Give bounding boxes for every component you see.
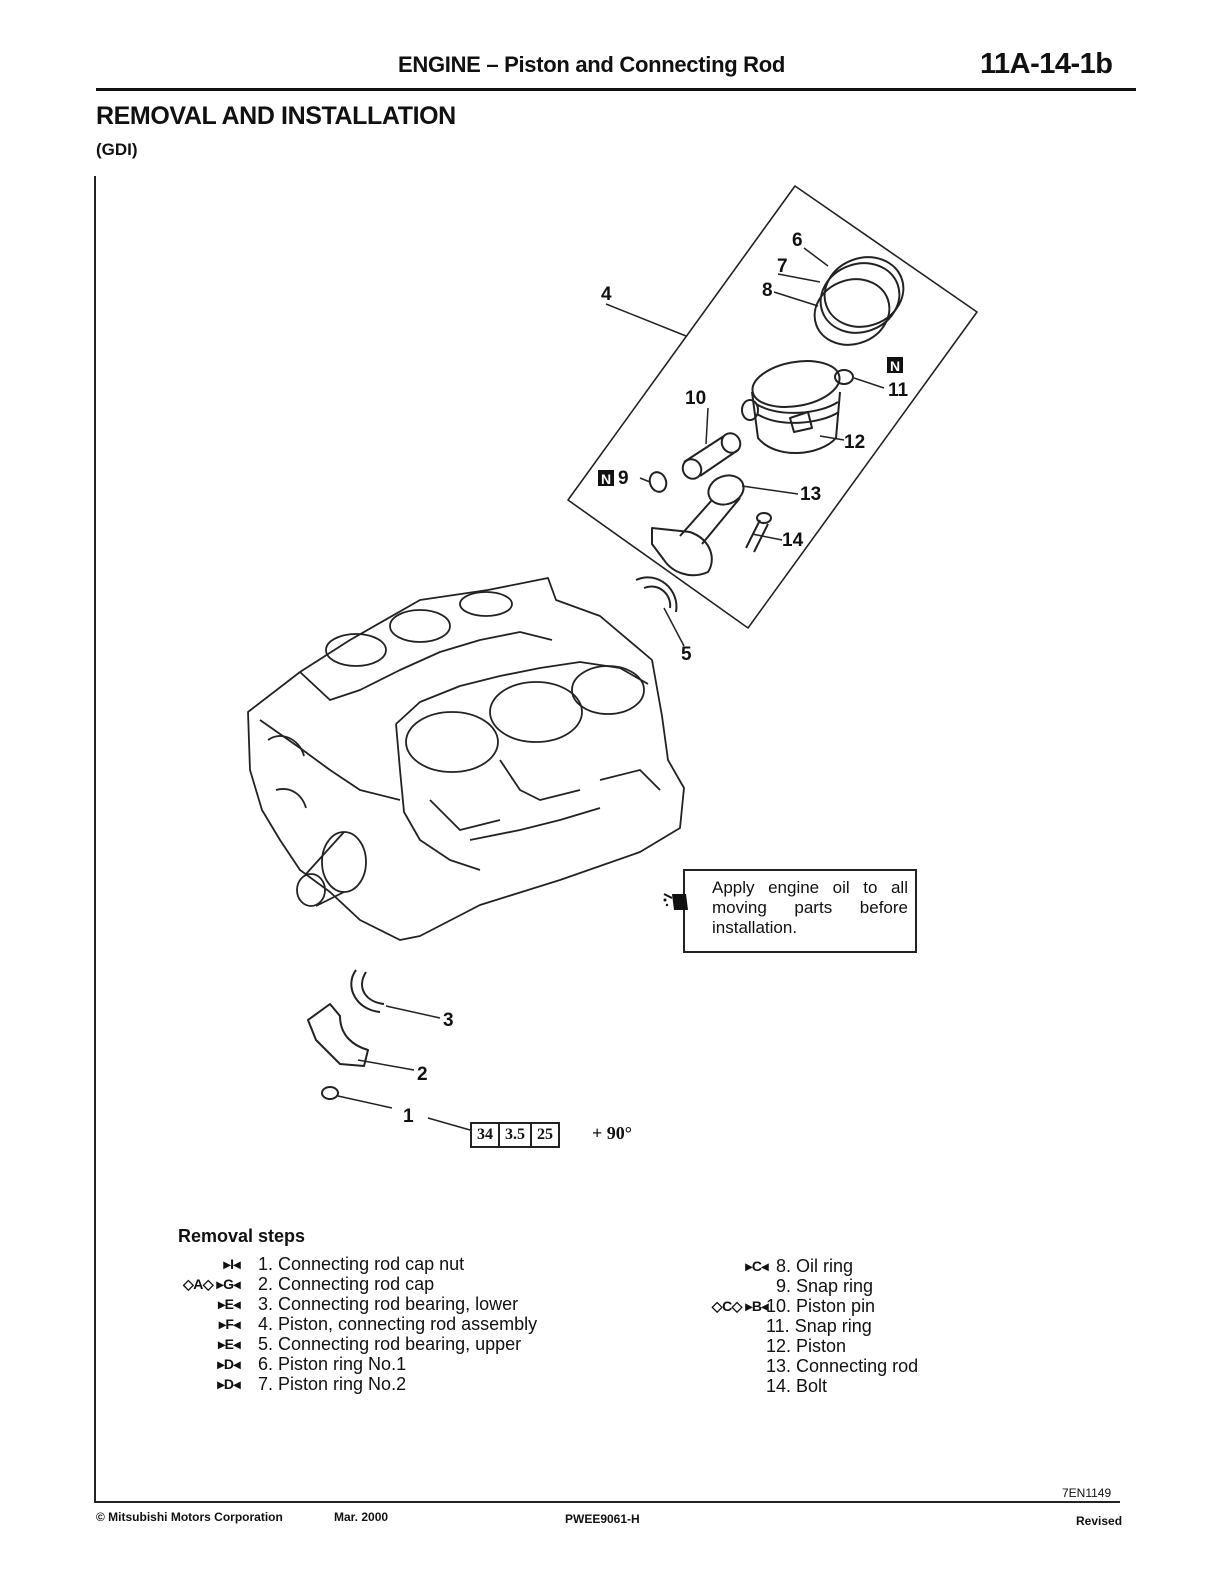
removal-step: 13. Connecting rod: [680, 1356, 980, 1376]
new-part-marker-9: N: [598, 470, 614, 487]
rod-cap-drawing: [307, 1003, 369, 1067]
piston-assembly-detail-box: [567, 185, 978, 629]
step-text: 9. Snap ring: [776, 1276, 874, 1296]
torque-value-ftlb: 25: [537, 1126, 553, 1143]
header-page-number: 11A-14-1b: [980, 48, 1113, 80]
torque-value-kgfm: 3.5: [500, 1124, 532, 1146]
removal-step: 14. Bolt: [680, 1376, 980, 1396]
footer-date: Mar. 2000: [334, 1510, 389, 1524]
step-codes: ▸C◂: [745, 1258, 768, 1274]
figure-frame-bottom: [94, 1501, 1120, 1503]
step-codes: ▸E◂: [218, 1336, 240, 1352]
removal-step: ◇C◇ ▸B◂ 10. Piston pin: [680, 1296, 980, 1316]
callout-8: 8: [762, 280, 773, 301]
step-text: 10. Piston pin: [766, 1296, 876, 1316]
figure-id: 7EN1149: [1062, 1486, 1112, 1500]
callout-11: 11: [888, 380, 909, 401]
bearing-upper-drawing: [635, 576, 678, 613]
callout-6: 6: [792, 230, 803, 251]
page-subtitle: (GDI): [96, 140, 138, 159]
step-text: 6. Piston ring No.1: [258, 1354, 407, 1374]
connecting-rod-drawing: [651, 474, 745, 577]
torque-spec-box: 34 3.5 25: [470, 1122, 560, 1148]
callout-1: 1: [403, 1106, 414, 1127]
step-text: 1. Connecting rod cap nut: [258, 1254, 465, 1274]
step-text: 14. Bolt: [766, 1376, 828, 1396]
removal-step: 9. Snap ring: [680, 1276, 980, 1296]
callout-9: 9: [618, 468, 629, 489]
page-title: REMOVAL AND INSTALLATION: [96, 102, 456, 130]
removal-step: ▸E◂ 5. Connecting rod bearing, upper: [150, 1334, 550, 1354]
step-text: 3. Connecting rod bearing, lower: [258, 1294, 519, 1314]
piston-ring-1-drawing: [823, 256, 905, 328]
torque-value-nm: 34: [472, 1124, 500, 1146]
bearing-lower-drawing: [350, 969, 385, 1013]
footer-copyright: © Mitsubishi Motors Corporation: [96, 1510, 283, 1524]
bolt-14-drawing: [745, 512, 772, 553]
removal-step: ▸D◂ 7. Piston ring No.2: [150, 1374, 550, 1394]
cap-nut-drawing: [321, 1086, 339, 1100]
callout-3: 3: [443, 1010, 454, 1031]
callout-4: 4: [601, 284, 612, 305]
piston-pin-drawing: [681, 432, 742, 480]
step-codes: ◇C◇ ▸B◂: [711, 1298, 769, 1314]
removal-steps-title: Removal steps: [178, 1226, 306, 1246]
removal-step: 12. Piston: [680, 1336, 980, 1356]
step-text: 4. Piston, connecting rod assembly: [258, 1314, 538, 1334]
snap-ring-9-drawing: [648, 471, 668, 493]
step-codes: ▸D◂: [217, 1356, 240, 1372]
header-rule: [96, 88, 1136, 91]
engine-block-drawing: [247, 577, 685, 941]
step-codes: ▸F◂: [218, 1316, 241, 1332]
torque-angle: + 90°: [592, 1123, 632, 1143]
callout-12: 12: [844, 432, 865, 453]
removal-step: ▸C◂ 8. Oil ring: [680, 1256, 980, 1276]
step-text: 7. Piston ring No.2: [258, 1374, 407, 1394]
new-part-marker-11: N: [887, 357, 903, 374]
step-text: 11. Snap ring: [766, 1316, 872, 1336]
oil-note-box: [683, 869, 917, 953]
svg-text:N: N: [601, 471, 611, 487]
header-section-title: ENGINE – Piston and Connecting Rod: [398, 52, 786, 77]
step-codes: ▸E◂: [218, 1296, 240, 1312]
removal-step: ◇A◇ ▸G◂ 2. Connecting rod cap: [150, 1274, 550, 1294]
callout-5: 5: [681, 644, 692, 665]
step-text: 12. Piston: [766, 1336, 847, 1356]
removal-step: ▸F◂ 4. Piston, connecting rod assembly: [150, 1314, 580, 1334]
callout-2: 2: [417, 1064, 428, 1085]
step-text: 2. Connecting rod cap: [258, 1274, 435, 1294]
figure-frame-left: [94, 176, 96, 1502]
step-text: 13. Connecting rod: [766, 1356, 919, 1376]
oil-can-icon: [663, 893, 688, 910]
callout-13: 13: [800, 484, 821, 505]
removal-step: ▸D◂ 6. Piston ring No.1: [150, 1354, 550, 1374]
step-codes: ▸D◂: [217, 1376, 240, 1392]
piston-drawing: [741, 360, 841, 454]
callout-14: 14: [782, 530, 804, 551]
removal-step: ▸I◂ 1. Connecting rod cap nut: [150, 1254, 550, 1274]
footer-status: Revised: [1076, 1514, 1123, 1528]
step-text: 8. Oil ring: [776, 1256, 854, 1276]
removal-step: ▸E◂ 3. Connecting rod bearing, lower: [150, 1294, 550, 1314]
svg-text:N: N: [890, 358, 900, 374]
footer-doc-code: PWEE9061-H: [565, 1512, 640, 1526]
step-text: 5. Connecting rod bearing, upper: [258, 1334, 522, 1354]
callout-10: 10: [685, 388, 706, 409]
oil-ring-drawing: [813, 278, 891, 346]
callout-7: 7: [777, 256, 788, 277]
oil-note-text: Apply engine oil to all moving parts bef…: [712, 878, 908, 937]
step-codes: ◇A◇ ▸G◂: [183, 1276, 240, 1292]
step-codes: ▸I◂: [223, 1256, 241, 1272]
removal-step: 11. Snap ring: [680, 1316, 980, 1336]
snap-ring-11-drawing: [834, 369, 854, 385]
